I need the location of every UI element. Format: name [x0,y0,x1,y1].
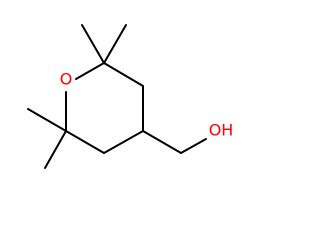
bond-c4-c5 [103,130,144,154]
bond-methyl-c6-a [27,108,67,132]
bond-ch2-oh [180,138,207,154]
bond-methyl-c2-b [103,24,127,64]
bond-methyl-c6-b [44,130,67,169]
hydroxyl-label: OH [209,121,234,140]
bond-c5-c6 [65,130,105,154]
bond-c2-c3 [103,62,144,87]
bond-methyl-c2-a [81,24,105,64]
bond-o-c2 [75,62,105,80]
bond-c4-ch2 [142,130,182,154]
ring-oxygen-label: O [60,70,73,89]
chemical-structure: O OH [27,24,234,169]
